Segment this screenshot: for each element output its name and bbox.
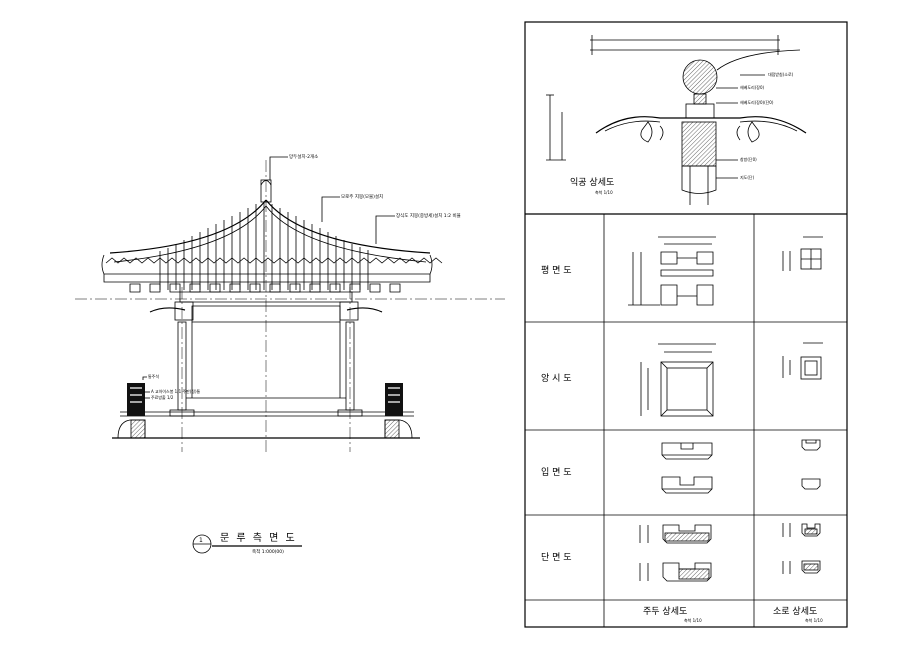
detail-sheet: 대접받침(소로) 헤베도리(장0) 헤베도리(장0)(단0) 창방(단0) 지도… bbox=[524, 21, 848, 628]
capital-plan bbox=[628, 236, 716, 306]
note-4: 통주석 bbox=[148, 373, 159, 379]
capital-elevation bbox=[661, 442, 713, 494]
sheet-frame bbox=[524, 21, 848, 628]
capital-bottom-view bbox=[640, 343, 716, 417]
bearing-bottom-view bbox=[782, 342, 823, 380]
post-top bbox=[681, 121, 717, 167]
note-5: A 교아이스봉 1/1 주판(정)통 bbox=[151, 388, 201, 394]
bracket-detail-scale: 축척 1/10 bbox=[595, 189, 613, 195]
bearing-elevation bbox=[801, 439, 821, 490]
bearing-detail-title: 소로 상세도 bbox=[773, 606, 817, 617]
wall-pier-left bbox=[127, 383, 145, 416]
row-label-elevation: 입 면 도 bbox=[541, 466, 572, 478]
left-title-block: 1 문 루 측 면 도 축척 1:000(00) bbox=[192, 532, 302, 555]
drawing-number: 1 bbox=[199, 537, 203, 544]
beam-section bbox=[682, 59, 718, 95]
svg-text:헤베도리(장0): 헤베도리(장0) bbox=[740, 84, 765, 90]
bracket-detail: 대접받침(소로) 헤베도리(장0) 헤베도리(장0)(단0) 창방(단0) 지도… bbox=[546, 35, 807, 205]
left-title: 문 루 측 면 도 bbox=[220, 532, 297, 544]
svg-text:창방(단0): 창방(단0) bbox=[740, 156, 757, 162]
roof-tile-ends bbox=[105, 257, 443, 293]
note-1: 망두설치-2개소 bbox=[289, 153, 318, 160]
bearing-plan bbox=[782, 236, 823, 271]
left-scale: 축척 1:000(00) bbox=[252, 548, 284, 555]
svg-text:헤베도리(장0)(단0): 헤베도리(장0)(단0) bbox=[740, 99, 774, 105]
bearing-detail-scale: 축척 1/10 bbox=[805, 617, 823, 623]
note-6: 주료방출 1/2 bbox=[151, 394, 174, 400]
bracket-detail-title: 익공 상세도 bbox=[570, 176, 614, 188]
note-3: 장식도 지붕(중방세)설치 1:2 비율 bbox=[396, 212, 461, 219]
svg-text:지도(단): 지도(단) bbox=[740, 174, 755, 180]
capital-detail-title: 주두 상세도 bbox=[643, 606, 687, 617]
row-label-plan: 평 면 도 bbox=[541, 265, 572, 276]
ridge-ornament bbox=[260, 179, 272, 203]
capital-detail-scale: 축척 1/10 bbox=[684, 617, 702, 623]
note-2: 모로주 지붕(모물)설치 bbox=[341, 193, 383, 200]
bearing-section bbox=[782, 523, 821, 574]
capital-section bbox=[639, 524, 712, 582]
side-elevation-drawing: 망두설치-2개소 모로주 지붕(모물)설치 장식도 지붕(중방세)설치 1:2 … bbox=[75, 153, 505, 555]
svg-text:대접받침(소로): 대접받침(소로) bbox=[768, 71, 794, 77]
roof-right-curve bbox=[265, 199, 431, 254]
wall-pier-right bbox=[385, 383, 403, 416]
left-annotations: 망두설치-2개소 모로주 지붕(모물)설치 장식도 지붕(중방세)설치 1:2 … bbox=[142, 153, 461, 400]
row-label-bottom-view: 앙 시 도 bbox=[541, 372, 572, 384]
row-label-section: 단 면 도 bbox=[541, 552, 572, 563]
